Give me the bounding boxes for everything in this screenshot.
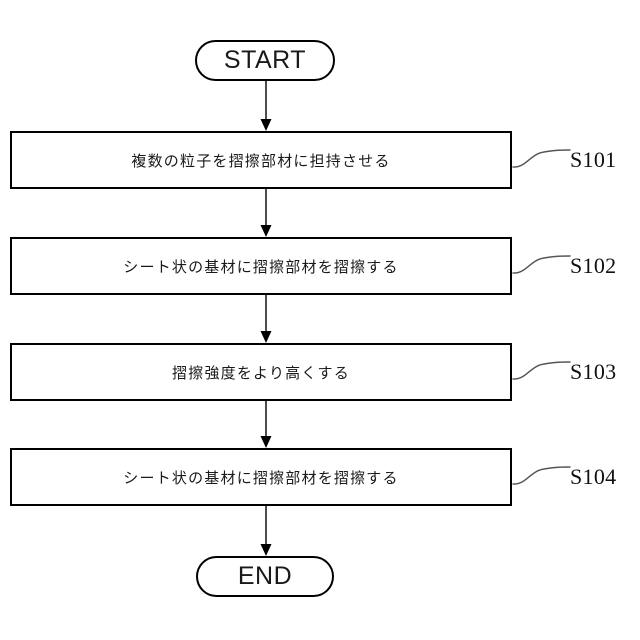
connector-s102-to-s103 <box>256 294 276 343</box>
flowchart-node-s103: 摺擦強度をより高くする <box>10 343 512 401</box>
step-reference-s101: S101 <box>570 147 617 172</box>
node-s103-label: 摺擦強度をより高くする <box>172 364 350 382</box>
leader-line-s104 <box>512 461 572 495</box>
connector-s103-to-s104 <box>256 400 276 448</box>
connector-s104-to-end <box>256 505 276 556</box>
node-end-label: END <box>237 562 293 590</box>
step-reference-s103: S103 <box>570 359 617 384</box>
flowchart-node-start: START <box>195 40 335 81</box>
flowchart-node-s101: 複数の粒子を摺擦部材に担持させる <box>10 131 512 189</box>
node-s102-label: シート状の基材に摺擦部材を摺擦する <box>123 258 399 276</box>
connector-s101-to-s102 <box>256 189 276 237</box>
node-s104-label: シート状の基材に摺擦部材を摺擦する <box>123 469 399 487</box>
node-start-label: START <box>223 46 307 74</box>
step-reference-s102: S102 <box>570 253 617 278</box>
leader-line-s102 <box>512 250 572 284</box>
flowchart-node-s104: シート状の基材に摺擦部材を摺擦する <box>10 448 512 506</box>
flowchart-node-s102: シート状の基材に摺擦部材を摺擦する <box>10 237 512 295</box>
node-s101-label: 複数の粒子を摺擦部材に担持させる <box>131 152 391 170</box>
step-reference-s104: S104 <box>570 464 617 489</box>
leader-line-s101 <box>512 144 572 178</box>
connector-start-to-s101 <box>256 81 276 131</box>
leader-line-s103 <box>512 356 572 390</box>
flowchart-node-end: END <box>196 556 334 597</box>
